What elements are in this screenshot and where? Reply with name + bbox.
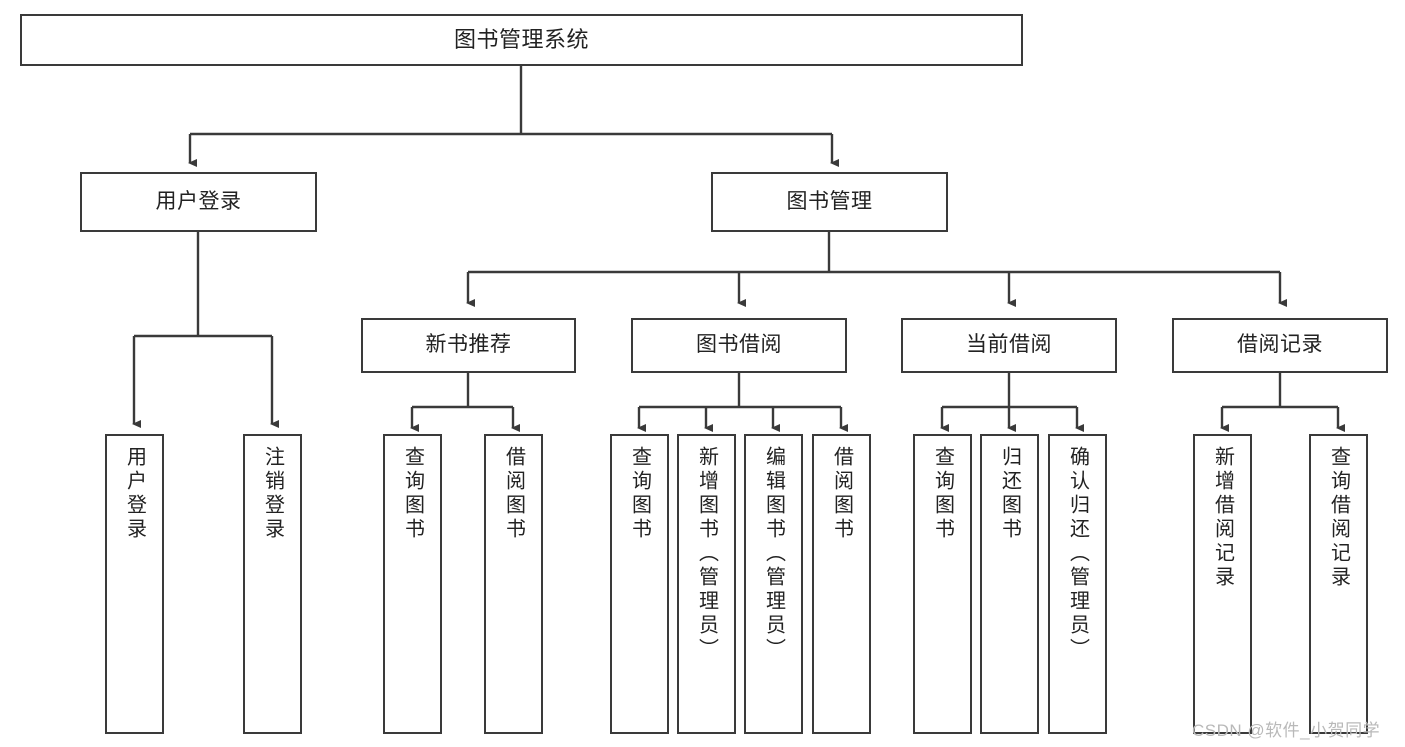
node-book-management[interactable]: 图书管理 — [711, 172, 948, 232]
node-borrow-record[interactable]: 借阅记录 — [1172, 318, 1388, 373]
node-label: 编辑图书（管理员） — [762, 446, 785, 662]
node-label: 借阅图书 — [502, 446, 525, 542]
node-label: 新增图书（管理员） — [695, 446, 718, 662]
node-label: 确认归还（管理员） — [1066, 446, 1089, 662]
node-label: 图书管理 — [786, 189, 873, 213]
leaf-book-borrow-add[interactable]: 新增图书（管理员） — [677, 434, 736, 734]
leaf-user-login-login[interactable]: 用户登录 — [105, 434, 164, 734]
node-label: 注销登录 — [261, 446, 284, 542]
node-book-borrow[interactable]: 图书借阅 — [631, 318, 847, 373]
leaf-current-borrow-return[interactable]: 归还图书 — [980, 434, 1039, 734]
leaf-new-book-query[interactable]: 查询图书 — [383, 434, 442, 734]
node-label: 查询图书 — [401, 446, 424, 542]
leaf-borrow-record-add[interactable]: 新增借阅记录 — [1193, 434, 1252, 734]
csdn-watermark: CSDN @软件_小贺同学 — [1192, 721, 1381, 740]
node-label: 图书管理系统 — [453, 27, 589, 53]
node-label: 图书借阅 — [696, 333, 782, 357]
node-label: 用户登录 — [155, 189, 242, 213]
node-new-book-recommend[interactable]: 新书推荐 — [361, 318, 576, 373]
node-label: 借阅图书 — [830, 446, 853, 542]
leaf-current-borrow-query[interactable]: 查询图书 — [913, 434, 972, 734]
leaf-user-login-logout[interactable]: 注销登录 — [243, 434, 302, 734]
node-root-system[interactable]: 图书管理系统 — [20, 14, 1023, 66]
leaf-book-borrow-edit[interactable]: 编辑图书（管理员） — [744, 434, 803, 734]
node-label: 查询图书 — [628, 446, 651, 542]
node-label: 新增借阅记录 — [1211, 446, 1234, 590]
node-label: 用户登录 — [123, 446, 146, 542]
node-user-login[interactable]: 用户登录 — [80, 172, 317, 232]
node-label: 查询借阅记录 — [1327, 446, 1350, 590]
node-label: 借阅记录 — [1237, 333, 1323, 357]
node-label: 归还图书 — [998, 446, 1021, 542]
node-current-borrow[interactable]: 当前借阅 — [901, 318, 1117, 373]
node-label: 当前借阅 — [966, 333, 1052, 357]
leaf-book-borrow-borrow[interactable]: 借阅图书 — [812, 434, 871, 734]
node-label: 查询图书 — [931, 446, 954, 542]
leaf-book-borrow-query[interactable]: 查询图书 — [610, 434, 669, 734]
leaf-borrow-record-query[interactable]: 查询借阅记录 — [1309, 434, 1368, 734]
node-label: 新书推荐 — [425, 333, 512, 357]
leaf-current-borrow-confirm-return[interactable]: 确认归还（管理员） — [1048, 434, 1107, 734]
leaf-new-book-borrow[interactable]: 借阅图书 — [484, 434, 543, 734]
